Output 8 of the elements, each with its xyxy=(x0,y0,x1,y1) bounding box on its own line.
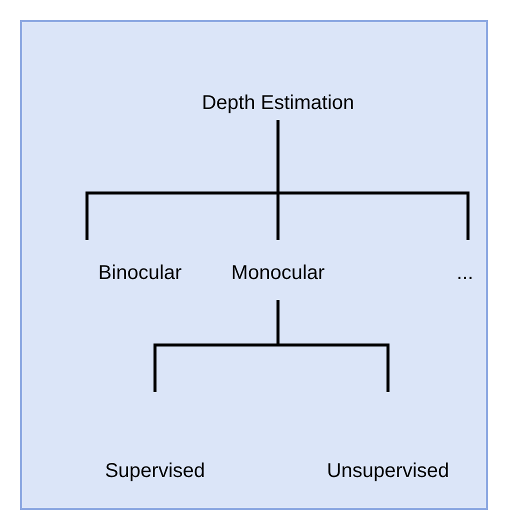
node-label: Supervised xyxy=(104,460,206,483)
node-label: Monocular xyxy=(231,262,325,285)
node-label: ... xyxy=(456,262,474,285)
node-label: Binocular xyxy=(98,262,182,285)
node-label: Depth Estimation xyxy=(202,92,354,115)
connector-line xyxy=(276,120,470,240)
connector-line xyxy=(276,300,390,392)
node-label: Unsupervised xyxy=(326,460,450,483)
